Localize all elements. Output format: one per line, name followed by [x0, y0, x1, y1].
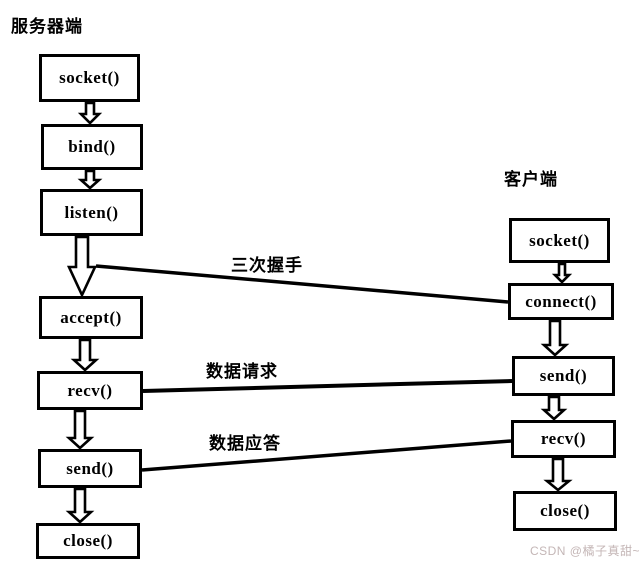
client-box-socket: socket()	[509, 218, 610, 263]
arrow-server-listen-to-accept	[66, 235, 98, 299]
arrow-client-send-to-recv	[540, 395, 568, 421]
arrow-client-connect-to-send	[540, 319, 570, 357]
client-column-title: 客户端	[504, 170, 558, 189]
server-box-accept: accept()	[39, 296, 143, 339]
server-box-close: close()	[36, 523, 140, 559]
server-box-listen: listen()	[40, 189, 143, 236]
label-data-request: 数据请求	[206, 362, 278, 381]
label-data-response: 数据应答	[209, 434, 281, 453]
arrow-server-socket-to-bind	[77, 101, 103, 125]
client-box-recv: recv()	[511, 420, 616, 458]
arrow-client-recv-to-close	[543, 457, 573, 492]
server-box-send: send()	[38, 449, 142, 488]
server-box-recv: recv()	[37, 371, 143, 410]
arrow-server-accept-to-recv	[70, 338, 100, 372]
server-box-socket: socket()	[39, 54, 140, 102]
arrow-server-recv-to-send	[65, 409, 95, 450]
client-box-close: close()	[513, 491, 617, 531]
arrow-client-socket-to-connect	[551, 262, 573, 284]
client-box-send: send()	[512, 356, 615, 396]
arrow-server-bind-to-listen	[77, 169, 103, 190]
server-box-bind: bind()	[41, 124, 143, 170]
label-three-way-handshake: 三次握手	[231, 256, 303, 275]
client-box-connect: connect()	[508, 283, 614, 320]
line-data-response	[141, 439, 512, 472]
server-column-title: 服务器端	[11, 17, 83, 36]
arrow-server-send-to-close	[65, 487, 95, 524]
line-data-request	[142, 379, 513, 393]
csdn-watermark: CSDN @橘子真甜~	[529, 544, 640, 558]
